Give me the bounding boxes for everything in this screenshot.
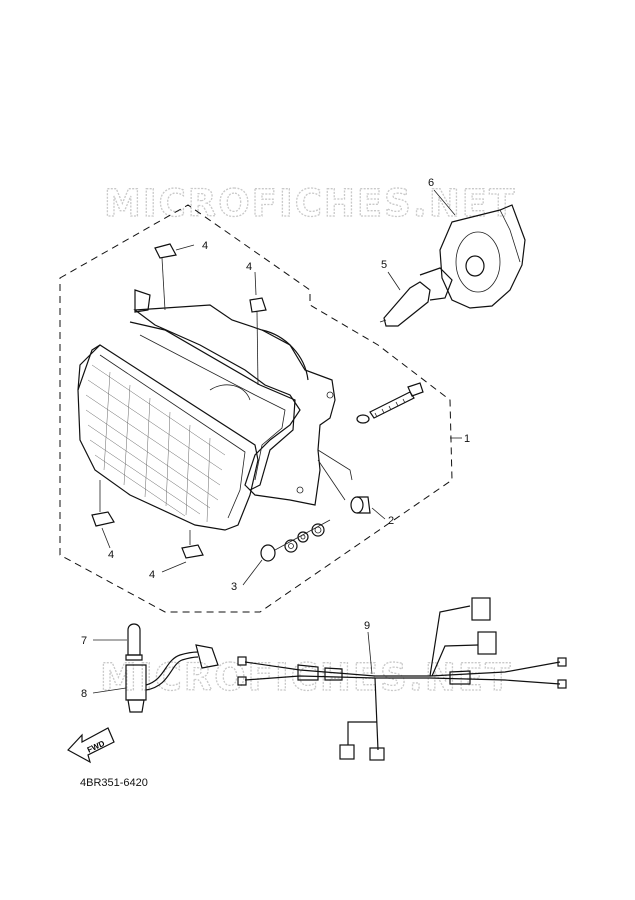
callout-7: 7 [81,635,87,647]
callout-4d: 4 [149,569,155,581]
bulb-cover [439,204,526,309]
fwd-label: FWD [86,739,107,755]
watermark-top: MICROFICHES.NET [104,182,516,225]
callout-3: 3 [231,581,237,593]
callout-4c: 4 [108,549,114,561]
watermark-bottom: MICROFICHES.NET [100,656,512,699]
callout-5: 5 [381,259,387,271]
callout-6: 6 [428,177,434,189]
sub-wire-harness [237,597,567,761]
adjust-bolt [356,382,424,424]
clip-bottom-left [91,480,115,527]
callout-9: 9 [364,620,370,632]
damper [317,459,371,514]
clip-top-right [249,297,267,386]
callout-8: 8 [81,688,87,700]
fwd-arrow-icon: FWD [67,727,115,764]
part-code: 4BR351-6420 [80,777,148,789]
callout-1: 1 [464,433,470,445]
headlight-housing [129,289,353,506]
clip-bottom-right [181,530,204,559]
clip-top-left [154,243,177,311]
callout-2: 2 [388,515,394,527]
callout-4a: 4 [202,240,208,252]
meter-bulb [125,623,143,661]
assembly-outline [59,204,453,613]
headlight-bulb [379,267,453,327]
damper-collars [260,519,331,562]
headlight-lens [77,344,259,531]
callout-4b: 4 [246,261,252,273]
